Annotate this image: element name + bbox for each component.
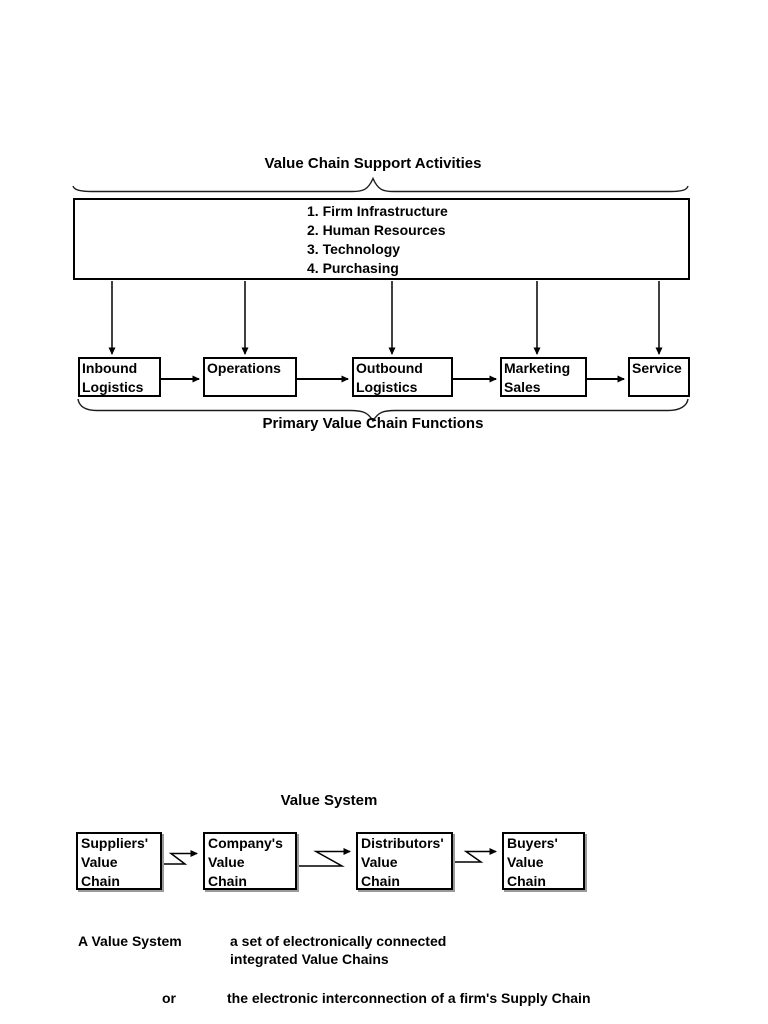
definition-alternative: the electronic interconnection of a firm…: [227, 990, 591, 1006]
box-label-line: Value: [507, 854, 544, 870]
primary-functions-brace: [77, 398, 689, 423]
value-system-title: Value System: [280, 792, 378, 809]
primary-box-operations: Operations: [203, 357, 297, 397]
value-chain-title: Value Chain Support Activities: [264, 155, 482, 172]
box-label-line: Chain: [81, 873, 120, 889]
support-item-human-resources: 2. Human Resources: [307, 222, 446, 238]
zigzag-link-2: [297, 848, 351, 867]
primary-box-service: Service: [628, 357, 690, 397]
zigzag-link-1: [162, 850, 198, 865]
primary-box-inbound-logistics: Inbound Logistics: [78, 357, 161, 397]
support-activities-brace: [72, 176, 689, 193]
definition-line-2: integrated Value Chains: [230, 951, 389, 967]
primary-box-marketing-sales: Marketing Sales: [500, 357, 587, 397]
box-label-line: Value: [361, 854, 398, 870]
support-item-technology: 3. Technology: [307, 241, 401, 257]
definition-term: A Value System: [78, 933, 182, 949]
box-label-line: Inbound: [82, 360, 138, 376]
box-label-line: Chain: [361, 873, 400, 889]
support-activities-list: 1. Firm Infrastructure 2. Human Resource…: [307, 202, 448, 278]
box-label-line: Value: [81, 854, 118, 870]
box-label-line: Outbound: [356, 360, 423, 376]
definition-or: or: [162, 990, 176, 1006]
support-activities-box: [73, 198, 690, 280]
box-label-line: Chain: [208, 873, 247, 889]
box-label-line: Service: [632, 360, 682, 376]
box-label-line: Chain: [507, 873, 546, 889]
box-label-line: Sales: [504, 379, 541, 395]
zigzag-link-3: [453, 848, 497, 863]
system-box-suppliers: Suppliers' Value Chain: [76, 832, 162, 890]
box-label-line: Operations: [207, 360, 281, 376]
system-box-buyers: Buyers' Value Chain: [502, 832, 585, 890]
primary-box-outbound-logistics: Outbound Logistics: [352, 357, 453, 397]
box-label-line: Marketing: [504, 360, 571, 376]
support-item-firm-infrastructure: 1. Firm Infrastructure: [307, 203, 448, 219]
system-box-distributors: Distributors' Value Chain: [356, 832, 453, 890]
definition-line-1: a set of electronically connected: [230, 933, 447, 949]
primary-functions-label: Primary Value Chain Functions: [262, 415, 484, 432]
box-label-line: Company's: [208, 835, 283, 851]
box-label-line: Value: [208, 854, 245, 870]
box-label-line: Logistics: [82, 379, 144, 395]
box-label-line: Buyers': [507, 835, 558, 851]
box-label-line: Suppliers': [81, 835, 149, 851]
box-label-line: Distributors': [361, 835, 444, 851]
box-label-line: Logistics: [356, 379, 418, 395]
support-item-purchasing: 4. Purchasing: [307, 260, 399, 276]
system-box-company: Company's Value Chain: [203, 832, 297, 890]
